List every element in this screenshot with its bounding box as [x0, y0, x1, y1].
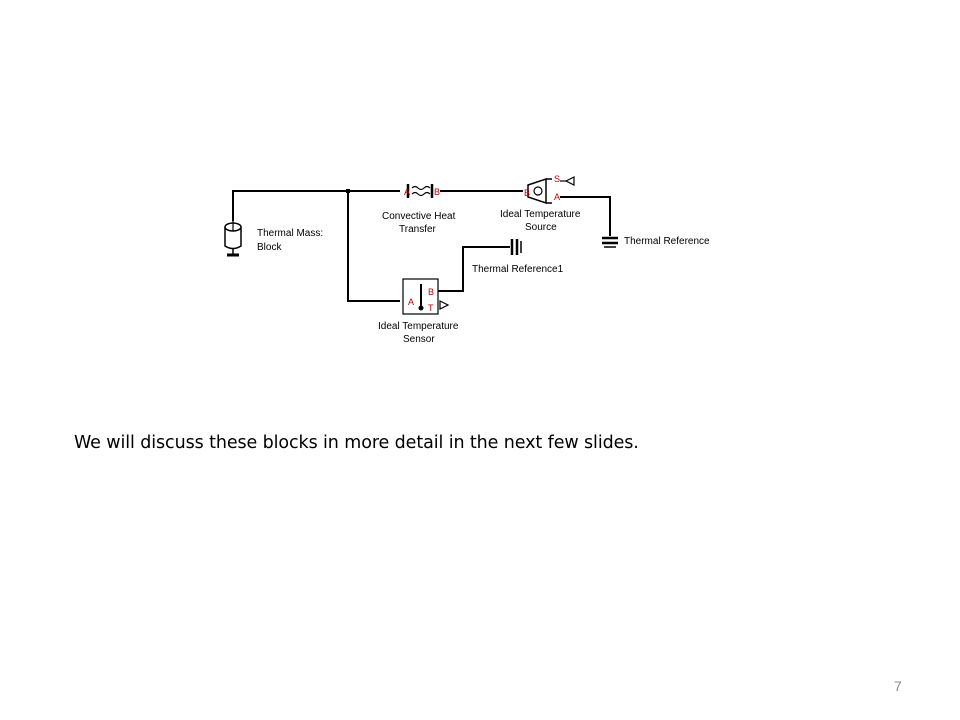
ideal-temperature-source-block[interactable]: S B A Ideal Temperature Source	[500, 174, 581, 233]
sensor-port-b: B	[428, 287, 434, 297]
source-port-b: B	[524, 188, 530, 198]
junction-node	[346, 189, 350, 193]
thermal-mass-label-line2: Block	[257, 242, 282, 253]
slide-caption: We will discuss these blocks in more det…	[74, 433, 639, 453]
page-number: 7	[894, 678, 902, 694]
sensor-output-arrow-icon	[439, 300, 450, 310]
thermal-mass-label-line1: Thermal Mass:	[257, 228, 323, 239]
source-circle-icon	[533, 186, 543, 196]
convective-heat-transfer-block[interactable]: A B Convective Heat Transfer	[382, 184, 456, 235]
wire-source-to-reference	[560, 196, 611, 236]
thermal-mass-block[interactable]: Thermal Mass: Block	[224, 221, 323, 257]
thermal-reference1-label: Thermal Reference1	[472, 264, 564, 275]
thermal-reference1-block[interactable]: Thermal Reference1	[472, 239, 564, 275]
source-input-arrow-icon	[564, 176, 575, 186]
convective-label-line1: Convective Heat	[382, 211, 456, 222]
thermal-reference-label: Thermal Reference	[624, 236, 710, 247]
wire-mass-to-convective	[232, 190, 400, 221]
source-port-s: S	[554, 174, 560, 184]
sensor-label-line1: Ideal Temperature	[378, 321, 459, 332]
source-label-line2: Source	[525, 222, 557, 233]
wire-junction-to-sensor	[347, 191, 400, 302]
simscape-diagram: Thermal Mass: Block A B Convective Heat …	[224, 174, 710, 345]
thermal-reference-block[interactable]: Thermal Reference	[602, 236, 710, 248]
convective-port-b: B	[434, 187, 440, 197]
convection-wave-icon	[411, 185, 431, 197]
sensor-port-a: A	[408, 297, 414, 307]
wire-sensor-to-reference1	[438, 246, 510, 292]
ideal-temperature-sensor-block[interactable]: A B T Ideal Temperature Sensor	[378, 278, 459, 345]
convective-port-a: A	[404, 187, 410, 197]
source-label-line1: Ideal Temperature	[500, 209, 581, 220]
source-port-a: A	[554, 192, 560, 202]
sensor-label-line2: Sensor	[403, 334, 435, 345]
sensor-port-t: T	[428, 303, 434, 313]
connection-lines	[232, 190, 611, 302]
convective-label-line2: Transfer	[399, 224, 437, 235]
